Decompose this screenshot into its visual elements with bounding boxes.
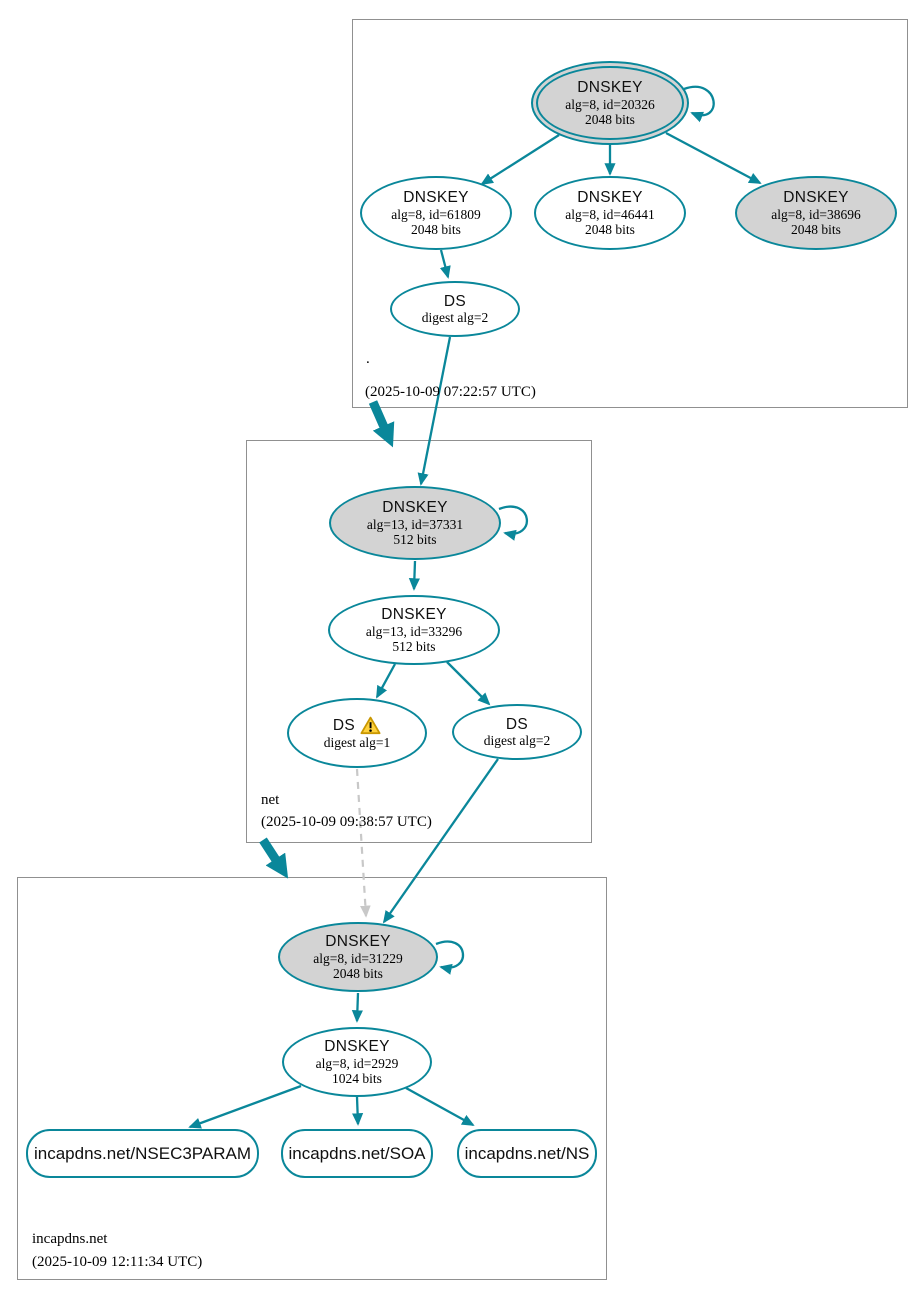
node-bits: 2048 bits [585,221,635,237]
dnskey-node-33296[interactable]: DNSKEY alg=13, id=33296 512 bits [328,595,500,665]
zone-name-net: net [261,792,280,808]
node-title: DS [505,715,529,733]
dnskey-node-37331[interactable]: DNSKEY alg=13, id=37331 512 bits [329,486,501,560]
node-title: DS [443,292,467,310]
node-title: DNSKEY [382,499,448,516]
dnskey-node-61809[interactable]: DNSKEY alg=8, id=61809 2048 bits [360,176,512,250]
node-bits: 2048 bits [333,965,383,981]
node-bits: 2048 bits [585,111,635,127]
node-title: DNSKEY [325,933,391,950]
node-detail: alg=13, id=37331 [366,516,464,532]
node-detail: digest alg=2 [483,733,551,749]
dnskey-node-46441[interactable]: DNSKEY alg=8, id=46441 2048 bits [534,176,686,250]
zone-timestamp-root: (2025-10-09 07:22:57 UTC) [365,384,536,400]
rrset-label: incapdns.net/NS [464,1143,590,1163]
warning-icon [360,716,381,734]
node-detail: alg=8, id=2929 [315,1055,399,1071]
node-detail: alg=8, id=61809 [391,206,481,222]
node-detail: alg=8, id=38696 [771,206,861,222]
ds-node-root[interactable]: DS digest alg=2 [390,281,520,337]
zone-timestamp-incapdns-net: (2025-10-09 12:11:34 UTC) [32,1254,203,1270]
node-title: DNSKEY [783,189,849,206]
node-title: DNSKEY [324,1038,390,1055]
ds-node-alg2[interactable]: DS digest alg=2 [452,704,582,760]
rrset-label: incapdns.net/NSEC3PARAM [33,1143,251,1163]
rrset-ns[interactable]: incapdns.net/NS [457,1129,597,1178]
node-title: DS [332,716,356,734]
node-title: DNSKEY [381,606,447,623]
zone-name-root: . [366,351,370,367]
dnskey-node-2929[interactable]: DNSKEY alg=8, id=2929 1024 bits [282,1027,432,1097]
node-detail: alg=13, id=33296 [365,623,463,639]
node-bits: 2048 bits [411,221,461,237]
node-title: DNSKEY [403,189,469,206]
ds-node-alg1[interactable]: DS digest alg=1 [287,698,427,768]
zone-name-incapdns-net: incapdns.net [32,1231,108,1247]
node-bits: 2048 bits [791,221,841,237]
node-detail: digest alg=1 [323,734,391,750]
node-bits: 512 bits [393,531,437,547]
edge-delegation-net-to-incapdns [259,837,289,879]
node-title: DNSKEY [577,189,643,206]
node-title: DNSKEY [577,79,643,96]
node-bits: 512 bits [392,638,436,654]
dnskey-node-20326[interactable]: DNSKEY alg=8, id=20326 2048 bits [531,61,689,145]
rrset-label: incapdns.net/SOA [288,1143,426,1163]
rrset-soa[interactable]: incapdns.net/SOA [281,1129,433,1178]
dnskey-node-38696[interactable]: DNSKEY alg=8, id=38696 2048 bits [735,176,897,250]
node-detail: alg=8, id=20326 [565,96,655,112]
dnskey-node-31229[interactable]: DNSKEY alg=8, id=31229 2048 bits [278,922,438,992]
node-detail: digest alg=2 [421,310,489,326]
rrset-nsec3param[interactable]: incapdns.net/NSEC3PARAM [26,1129,259,1178]
node-bits: 1024 bits [332,1070,382,1086]
node-detail: alg=8, id=31229 [313,950,403,966]
node-detail: alg=8, id=46441 [565,206,655,222]
zone-timestamp-net: (2025-10-09 09:38:57 UTC) [261,814,432,830]
